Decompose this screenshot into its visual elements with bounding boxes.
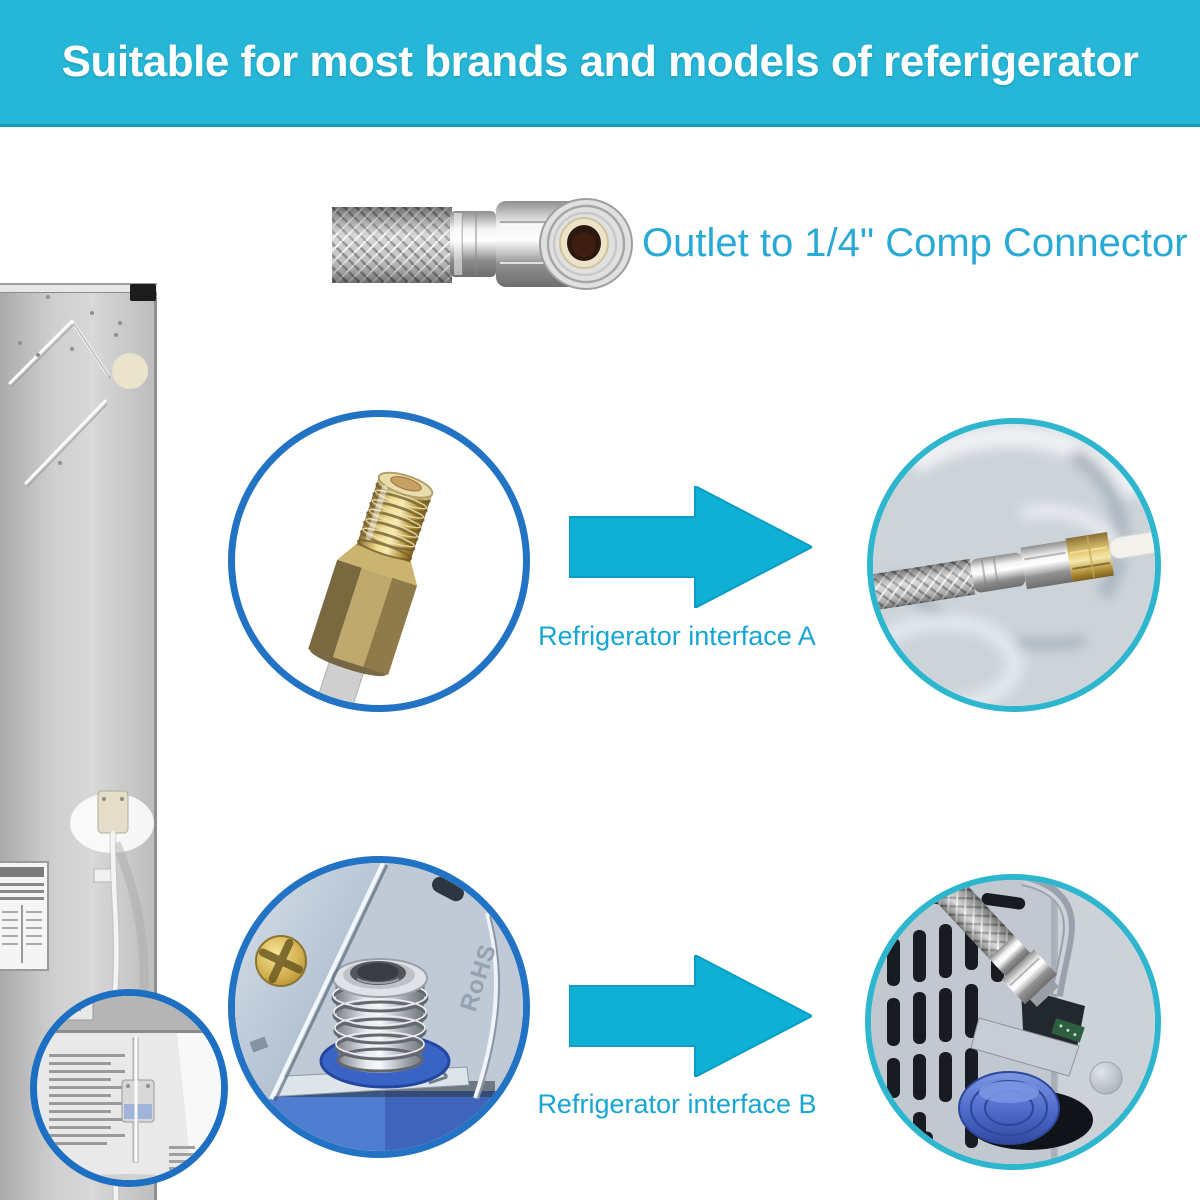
braided-hose-image <box>332 198 633 290</box>
threaded-tip <box>356 471 434 563</box>
steel-fitting-image: RoHS <box>235 863 523 1151</box>
chrome-ferrule <box>970 552 1026 593</box>
gray-hook-tube <box>1021 880 1075 997</box>
interface-b-result-circle <box>865 874 1161 1170</box>
hose-caption: Outlet to 1/4" Comp Connector <box>642 221 1188 265</box>
round-sticker <box>112 353 148 389</box>
silver-bracket <box>970 1017 1080 1077</box>
water-valve <box>121 1036 155 1163</box>
fridge-top-edge <box>0 283 157 293</box>
vent-slats-left <box>49 1054 125 1145</box>
interface-b-callout-circle: RoHS <box>228 856 530 1158</box>
brass-connector-image <box>308 471 434 705</box>
blue-cap <box>958 1071 1093 1150</box>
energy-label <box>0 861 49 971</box>
brass-screw <box>255 935 307 987</box>
water-inlet <box>70 790 154 883</box>
interface-a-result-circle <box>867 418 1161 712</box>
arrow-right-icon <box>569 955 812 1077</box>
braided-hose-elbow <box>899 880 1059 1007</box>
embossed-creases <box>8 319 111 487</box>
chrome-nut <box>1020 540 1073 590</box>
threaded-boss <box>331 958 429 1073</box>
arrow-right-icon <box>569 486 812 608</box>
page-title: Suitable for most brands and models of r… <box>61 37 1139 86</box>
fridge-hinge <box>130 284 156 301</box>
fridge-bottom-image <box>37 996 221 1180</box>
header-banner: Suitable for most brands and models of r… <box>0 0 1200 127</box>
brass-nut <box>1065 532 1114 583</box>
fridge-bottom-zoom-circle <box>30 989 228 1187</box>
interface-b-label: Refrigerator interface B <box>537 1089 817 1119</box>
compression-nut <box>496 198 633 290</box>
braided-hose-section <box>332 207 452 283</box>
screw-dots <box>18 295 122 465</box>
hose-ferrule <box>450 211 496 277</box>
interface-a-callout-circle <box>228 410 530 712</box>
interface-a-label: Refrigerator interface A <box>538 621 816 651</box>
panel-bump <box>1089 1061 1123 1095</box>
hose-at-vent-image <box>871 880 1155 1164</box>
upper-left-plate <box>235 863 389 1111</box>
vent-slot <box>432 876 464 902</box>
brass-hex-body <box>308 543 418 677</box>
hose-connected-image <box>873 424 1155 706</box>
valve-pcb <box>1051 1018 1085 1043</box>
